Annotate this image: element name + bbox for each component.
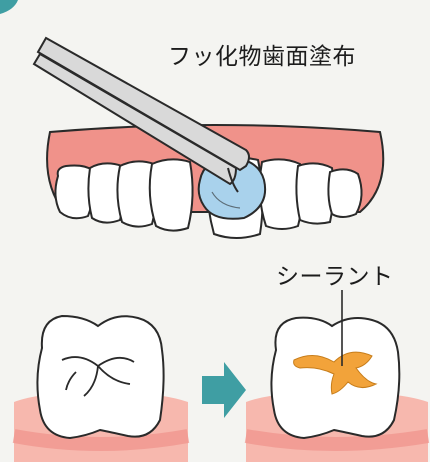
tooth [150,159,193,230]
sealant-label: シーラント [276,257,394,291]
molar-left [37,316,163,438]
molar-before [14,316,188,462]
lower-gum-right-edge [246,436,428,444]
fluoride-application-label: フッ化物歯面塗布 [168,37,356,71]
right-arrow-icon [202,362,246,418]
corner-accent [0,0,18,14]
lower-gum-left-edge [14,436,188,444]
tooth [328,169,361,217]
molar-after [246,290,428,462]
